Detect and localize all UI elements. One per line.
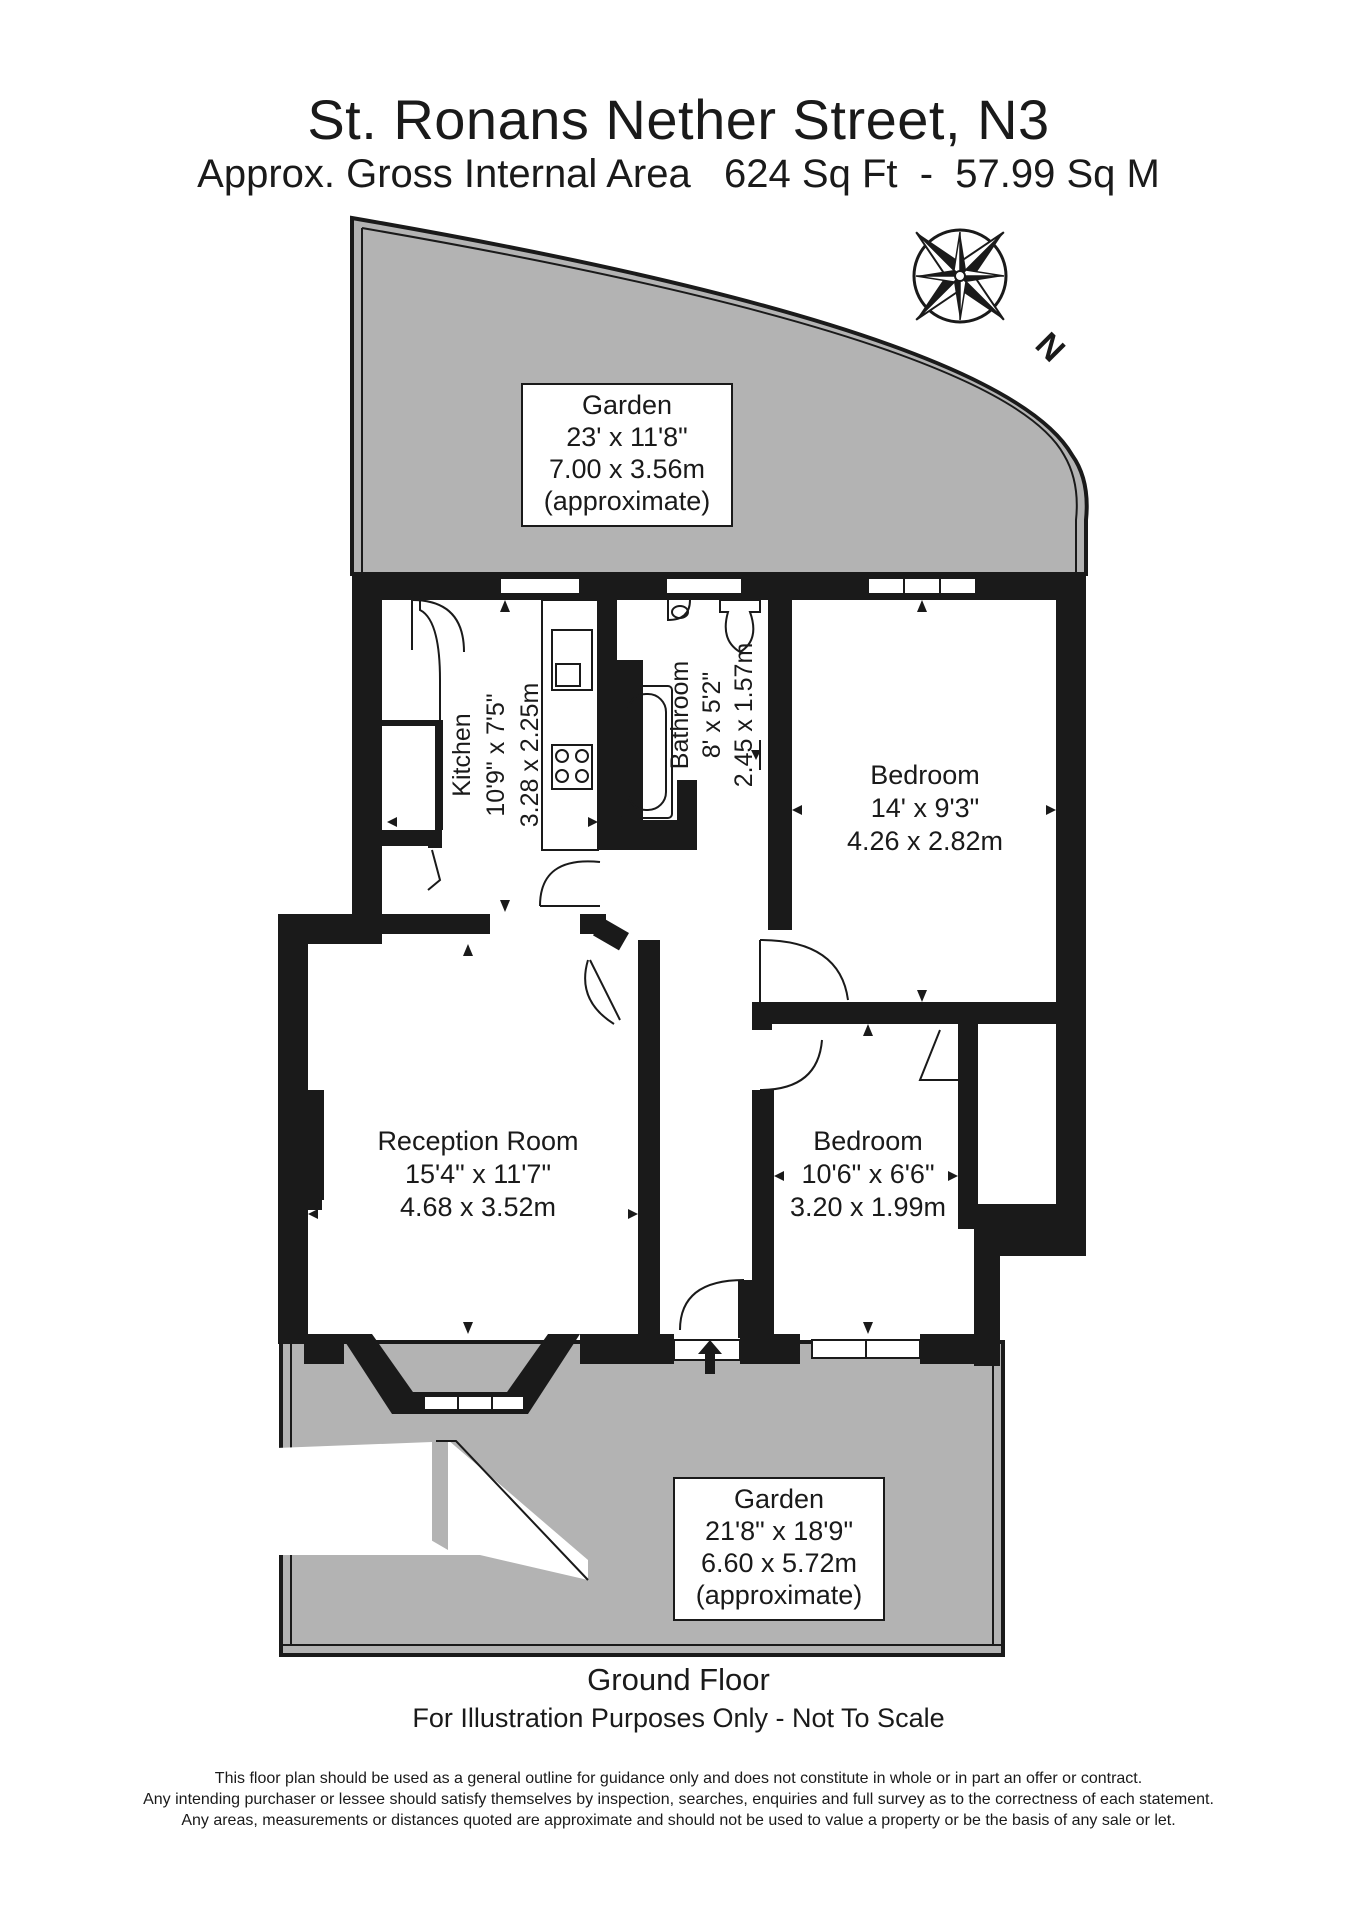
rear-garden-label-box [521,383,733,527]
svg-text:Bedroom: Bedroom [813,1126,923,1156]
disclaimer-line: This floor plan should be used as a gene… [214,1770,1143,1787]
svg-text:Bathroom: Bathroom [666,661,694,769]
svg-text:4.68 x 3.52m: 4.68 x 3.52m [400,1192,556,1222]
svg-text:8' x 5'2": 8' x 5'2" [698,672,726,759]
bathroom-fittings [621,599,761,819]
dimension-markers [308,600,1056,1374]
svg-text:10'9" x 7'5": 10'9" x 7'5" [482,693,510,816]
chimney-breast [308,1090,322,1200]
svg-text:3.20 x 1.99m: 3.20 x 1.99m [790,1192,946,1222]
svg-text:4.26 x 2.82m: 4.26 x 2.82m [847,826,1003,856]
svg-text:23' x 11'8": 23' x 11'8" [566,422,687,452]
page-subtitle: Approx. Gross Internal Area 624 Sq Ft - … [197,152,1160,196]
bathroom-label: Bathroom 8' x 5'2" 2.45 x 1.57m [666,643,758,788]
page-title: St. Ronans Nether Street, N3 [307,88,1050,151]
front-garden-label: Garden 21'8" x 18'9" 6.60 x 5.72m (appro… [696,1484,863,1610]
svg-text:10'6" x 6'6": 10'6" x 6'6" [801,1159,934,1189]
kitchen-label: Kitchen 10'9" x 7'5" 3.28 x 2.25m [448,683,544,828]
svg-text:Kitchen: Kitchen [448,713,476,796]
kitchen-fittings [419,599,599,851]
bedroom1-label: Bedroom 14' x 9'3" 4.26 x 2.82m [847,760,1003,856]
rear-garden-edge [361,227,1078,574]
disclaimer-line: Any intending purchaser or lessee should… [143,1791,1214,1808]
svg-text:21'8" x 18'9": 21'8" x 18'9" [705,1516,853,1546]
svg-text:7.00 x 3.56m: 7.00 x 3.56m [549,454,705,484]
disclaimer-line: Any areas, measurements or distances quo… [181,1812,1176,1829]
svg-text:14' x 9'3": 14' x 9'3" [871,793,979,823]
bedroom2-label: Bedroom 10'6" x 6'6" 3.20 x 1.99m [790,1126,946,1222]
svg-text:2.45 x 1.57m: 2.45 x 1.57m [730,643,758,788]
entrance-arrow-icon [698,1340,722,1374]
rear-garden-label: Garden 23' x 11'8" 7.00 x 3.56m (approxi… [544,390,711,516]
compass-rose-icon [912,228,1008,324]
svg-text:Garden: Garden [734,1484,824,1514]
floor-label: Ground Floor [587,1662,770,1697]
svg-text:Reception Room: Reception Room [377,1126,578,1156]
scale-note: For Illustration Purposes Only - Not To … [412,1703,945,1733]
reception-label: Reception Room 15'4" x 11'7" 4.68 x 3.52… [377,1126,578,1222]
svg-text:Bedroom: Bedroom [870,760,980,790]
svg-text:3.28 x 2.25m: 3.28 x 2.25m [516,683,544,828]
svg-text:15'4" x 11'7": 15'4" x 11'7" [405,1159,551,1189]
compass-north-label: N [1028,325,1072,369]
doors [411,599,971,1334]
svg-text:6.60 x 5.72m: 6.60 x 5.72m [701,1548,857,1578]
svg-text:(approximate): (approximate) [696,1580,863,1610]
svg-text:Garden: Garden [582,390,672,420]
front-garden-label-box [673,1477,885,1621]
svg-text:(approximate): (approximate) [544,486,711,516]
